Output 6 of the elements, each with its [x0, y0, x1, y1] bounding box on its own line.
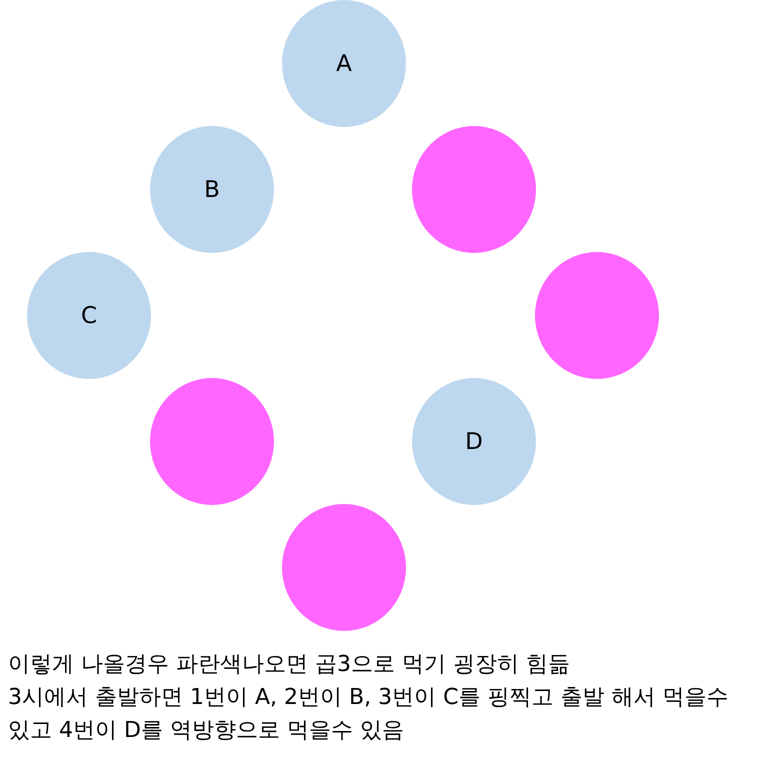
- circle-label: C: [80, 302, 98, 328]
- note-text: 3시에서 출발하면 1번이 A, 2번이 B, 3번이 C를 핑찍고 출발 해서 먹을수 있고 4번이 D를 역방향으로 먹을수 있음: [8, 684, 730, 745]
- note-text: 이렇게 나올경우 파란색나오면 곱3으로 먹기 굉장히 힘듦: [8, 651, 571, 679]
- circle-label: B: [204, 176, 220, 202]
- circle-label: A: [336, 50, 352, 76]
- circle-label: D: [465, 428, 483, 454]
